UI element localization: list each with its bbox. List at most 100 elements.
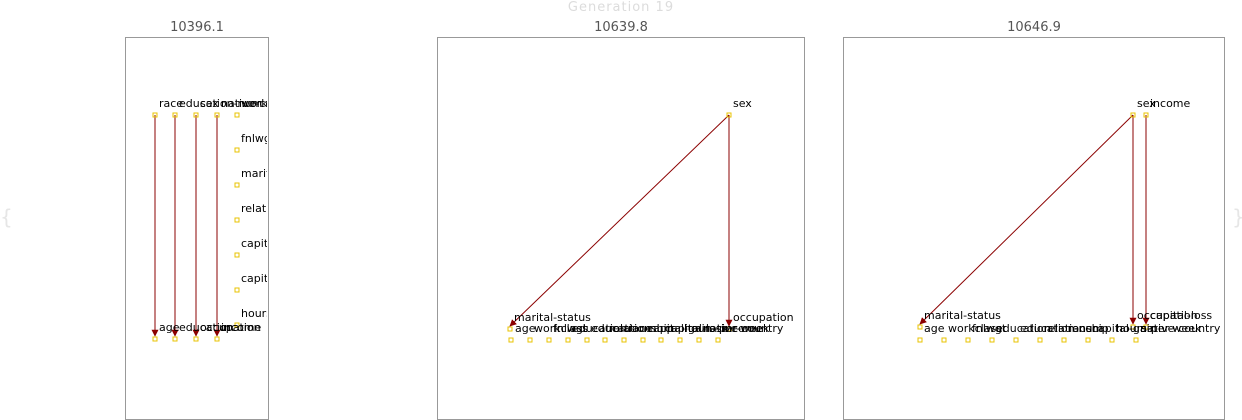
node-marker-education-num (1013, 337, 1019, 343)
node-label-hours-per-week: hours-per-week (684, 322, 770, 335)
node-marker-education-num (584, 337, 590, 343)
node-marker-fnlwgt (965, 337, 971, 343)
node-label-education-num: education-num (1020, 322, 1103, 335)
node-marker-education-num (172, 112, 178, 118)
node-label-capital-loss: capital-loss (241, 272, 303, 285)
node-label-occupation: occupation (200, 321, 261, 334)
node-label-hours-per-week: hours-per-week (1116, 322, 1202, 335)
node-label-education: education (179, 321, 234, 334)
node-marker-education (565, 337, 571, 343)
panel-2-score: 10639.8 (594, 20, 648, 35)
node-marker-marital-status (507, 326, 513, 332)
node-marker-sex (193, 112, 199, 118)
node-label-race: race (159, 97, 183, 110)
node-label-native-country: native-country (221, 97, 302, 110)
node-label-education-num: education-num (591, 322, 674, 335)
node-label-education: education (572, 322, 627, 335)
node-marker-capital-loss (658, 337, 664, 343)
node-marker-race (1061, 337, 1067, 343)
panel-3-edges (919, 114, 1150, 325)
node-label-race: race (1068, 322, 1092, 335)
node-label-education: education (996, 322, 1051, 335)
node-marker-marital-status (234, 182, 240, 188)
node-label-sex: sex (200, 97, 219, 110)
node-marker-hours-per-week (234, 322, 240, 328)
panel-1-frame (125, 37, 269, 420)
node-marker-age (152, 336, 158, 342)
node-label-marital-status: marital-status (514, 311, 591, 324)
panel-3-frame (843, 37, 1225, 420)
panel-1-score: 10396.1 (170, 20, 224, 35)
node-label-capital-gain: capital-gain (647, 322, 712, 335)
node-label-income: income (1150, 97, 1191, 110)
panel-3-score: 10646.9 (1007, 20, 1061, 35)
node-label-capital-gain: capital-gain (241, 237, 306, 250)
node-label-age: age (515, 322, 536, 335)
node-label-capital-loss: capital-loss (665, 322, 727, 335)
node-marker-race (621, 337, 627, 343)
node-marker-workclass (527, 337, 533, 343)
node-marker-capital-loss (1143, 324, 1149, 330)
node-marker-income (715, 337, 721, 343)
node-label-hours-per-week: hours-per-week (241, 307, 327, 320)
left-bracket-icon: { (0, 205, 13, 229)
node-label-race: race (628, 322, 652, 335)
node-marker-capital-gain (234, 252, 240, 258)
node-marker-hours-per-week (677, 337, 683, 343)
node-label-income: income (221, 321, 262, 334)
generation-title: Generation 19 (567, 0, 675, 15)
node-marker-income (214, 336, 220, 342)
node-label-capital-gain: capital-gain (1092, 322, 1157, 335)
node-label-age: age (159, 321, 180, 334)
node-marker-capital-gain (1085, 337, 1091, 343)
node-label-native-country: native-country (703, 322, 784, 335)
node-label-income: income (722, 322, 763, 335)
node-marker-education (989, 337, 995, 343)
node-label-relationship: relationship (1044, 322, 1109, 335)
node-label-fnlwgt: fnlwgt (972, 322, 1007, 335)
panel-1-edges (151, 115, 221, 337)
node-label-workclass: workclass (948, 322, 1002, 335)
node-marker-workclass (941, 337, 947, 343)
node-label-marital-status: marital-status (241, 167, 318, 180)
node-marker-native-country (696, 337, 702, 343)
node-marker-native-country (1133, 337, 1139, 343)
node-label-occupation: occupation (733, 311, 794, 324)
node-marker-income (1143, 112, 1149, 118)
node-label-workclass: workclass (534, 322, 588, 335)
node-marker-capital-loss (234, 287, 240, 293)
node-marker-occupation (726, 326, 732, 332)
node-label-native-country: native-country (1140, 322, 1221, 335)
node-label-capital-loss: capital-loss (1150, 309, 1212, 322)
node-label-occupation: occupation (1137, 309, 1198, 322)
node-marker-occupation (193, 336, 199, 342)
node-marker-relationship (602, 337, 608, 343)
node-marker-sex (726, 112, 732, 118)
node-label-age: age (924, 322, 945, 335)
node-label-relationship: relationship (609, 322, 674, 335)
node-marker-fnlwgt (546, 337, 552, 343)
node-marker-marital-status (917, 324, 923, 330)
node-marker-sex (1130, 112, 1136, 118)
node-marker-hours-per-week (1109, 337, 1115, 343)
node-marker-workclass (234, 112, 240, 118)
node-label-education-num: education-num (179, 97, 262, 110)
node-label-sex: sex (1137, 97, 1156, 110)
node-marker-fnlwgt (234, 147, 240, 153)
node-marker-capital-gain (640, 337, 646, 343)
node-label-sex: sex (733, 97, 752, 110)
node-label-workclass: workclass (241, 97, 295, 110)
panel-2-frame (437, 37, 805, 420)
node-marker-relationship (1037, 337, 1043, 343)
edge-sex-to-marital-status (509, 114, 730, 327)
right-bracket-icon: } (1232, 205, 1242, 229)
node-marker-relationship (234, 217, 240, 223)
node-label-marital-status: marital-status (924, 309, 1001, 322)
node-label-fnlwgt: fnlwgt (241, 132, 276, 145)
node-marker-race (152, 112, 158, 118)
node-label-relationship: relationship (241, 202, 306, 215)
panel-2-edges (509, 114, 733, 327)
